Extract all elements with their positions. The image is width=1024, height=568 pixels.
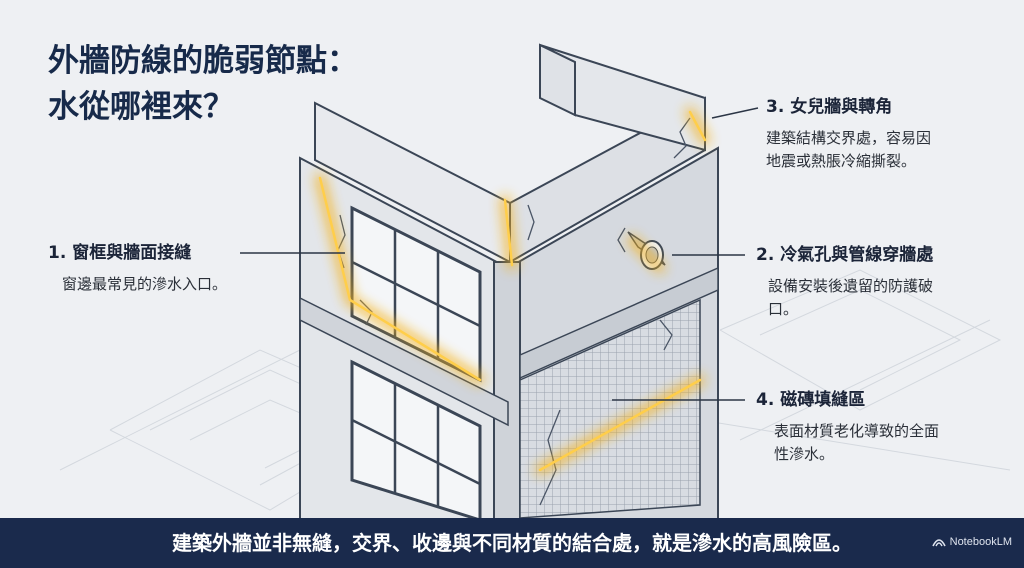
callout-heading: 3. 女兒牆與轉角 <box>766 97 893 117</box>
callout-heading: 1. 窗框與牆面接縫 <box>48 243 192 263</box>
callout-desc-line: 口。 <box>768 300 799 318</box>
footer-message: 建築外牆並非無縫，交界、收邊與不同材質的結合處，就是滲水的高風險區。 <box>172 531 852 555</box>
callout-desc-line: 地震或熱脹冷縮撕裂。 <box>766 152 917 170</box>
callout-desc: 設備安裝後遺留的防護破 口。 <box>756 275 933 321</box>
title-line-2: 水從哪裡來？ <box>48 89 234 125</box>
callout-desc-line: 表面材質老化導致的全面 <box>774 422 940 440</box>
floor-band-right <box>519 266 719 380</box>
callout-desc: 表面材質老化導致的全面 性滲水。 <box>756 420 939 466</box>
callout-window-joint: 1. 窗框與牆面接縫 窗邊最常見的滲水入口。 <box>48 242 227 296</box>
brand-name: NotebookLM <box>949 536 1012 548</box>
callout-desc-line: 設備安裝後遺留的防護破 <box>768 277 934 295</box>
footer-banner: 建築外牆並非無縫，交界、收邊與不同材質的結合處，就是滲水的高風險區。 Noteb… <box>0 518 1024 568</box>
callout-parapet: 3. 女兒牆與轉角 建築結構交界處，容易因 地震或熱脹冷縮撕裂。 <box>766 96 931 173</box>
callout-desc-line: 建築結構交界處，容易因 <box>766 129 932 147</box>
floor-band-left <box>299 296 509 427</box>
page-title: 外牆防線的脆弱節點： 水從哪裡來？ <box>48 38 358 130</box>
leader-lines <box>240 107 759 401</box>
callout-heading: 2. 冷氣孔與管線穿牆處 <box>756 245 934 265</box>
callout-desc-line: 性滲水。 <box>774 445 835 463</box>
lower-window-mullions <box>351 383 481 508</box>
tile-area <box>519 298 701 519</box>
corner-column <box>493 261 521 521</box>
callout-desc: 建築結構交界處，容易因 地震或熱脹冷縮撕裂。 <box>766 127 931 173</box>
notebooklm-logo-icon <box>931 539 946 547</box>
brand-watermark: NotebookLM <box>931 536 1012 548</box>
title-line-1: 外牆防線的脆弱節點： <box>48 43 358 79</box>
callout-tile-grout: 4. 磁磚填縫區 表面材質老化導致的全面 性滲水。 <box>756 389 939 466</box>
parapet-back-top <box>539 44 706 152</box>
callout-desc: 窗邊最常見的滲水入口。 <box>62 275 228 293</box>
callout-ac-pipe: 2. 冷氣孔與管線穿牆處 設備安裝後遺留的防護破 口。 <box>756 244 933 321</box>
risk-highlights <box>315 107 710 475</box>
upper-window-mullions <box>351 230 481 359</box>
callout-heading: 4. 磁磚填縫區 <box>756 390 866 410</box>
